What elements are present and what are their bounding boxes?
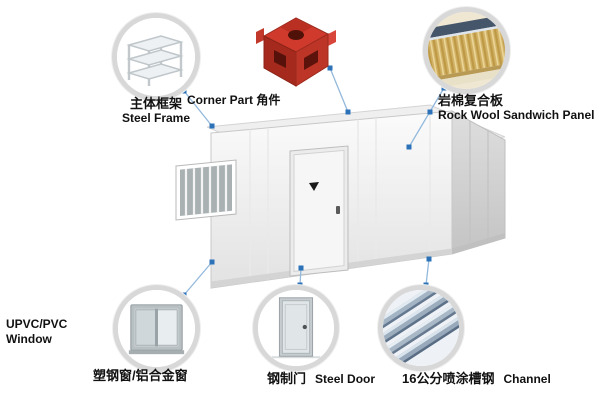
sliding-window-icon [118, 290, 195, 367]
door-label-zh: 钢制门 [267, 371, 307, 386]
door-down-arrow-icon [309, 182, 319, 191]
window-thumbnail [113, 285, 200, 372]
window-label-en: UPVC/PVC Window [6, 317, 67, 347]
rock-wool-label: 岩棉复合板 Rock Wool Sandwich Panel [438, 93, 594, 123]
c-channel-steel-icon [383, 290, 459, 366]
anchor-dot [406, 144, 412, 150]
door-handle [336, 206, 340, 214]
door-knob [302, 324, 307, 330]
anchor-dot [345, 109, 351, 115]
anchor-dot [209, 259, 215, 265]
container-door [289, 145, 349, 277]
anchor-dot [298, 265, 304, 271]
rock-wool-label-en: Rock Wool Sandwich Panel [438, 108, 595, 122]
window-label-zh: 塑钢窗/铝合金窗 [93, 368, 188, 383]
rock-wool-thumbnail [423, 7, 510, 94]
corner-part-photo [250, 6, 338, 92]
steel-frame-rack-icon [117, 18, 195, 96]
panel-seams [249, 113, 431, 283]
container-house-illustration [175, 104, 506, 289]
anchor-dot [181, 88, 187, 94]
door-thumbnail [253, 285, 339, 371]
channel-label-zh: 16公分喷涂槽钢 [402, 371, 495, 386]
steel-door-icon [258, 290, 334, 366]
window-label-en-line2: Window [6, 332, 52, 346]
side-panel-seams [469, 121, 489, 249]
steel-frame-label-zh: 主体框架 [129, 96, 182, 111]
channel-label-en: Channel [503, 372, 551, 386]
red-corner-casting-icon [256, 17, 336, 87]
steel-frame-thumbnail [112, 13, 200, 101]
anchor-dot [426, 256, 432, 262]
window-label-en-line1: UPVC/PVC [6, 317, 68, 331]
anchor-dot [209, 123, 215, 129]
anchor-dot [427, 109, 433, 115]
channel-thumbnail [378, 285, 464, 371]
steel-frame-label: 主体框架 Steel Frame [108, 96, 204, 126]
door-label-en: Steel Door [315, 372, 376, 386]
corner-part-label: Corner Part 角件 [187, 93, 281, 107]
channel-label: 16公分喷涂槽钢 Channel [402, 371, 551, 387]
door-label: 钢制门 Steel Door [267, 371, 375, 387]
rock-wool-label-zh: 岩棉复合板 [438, 93, 504, 108]
anchor-dot [327, 65, 333, 71]
container-window [175, 159, 237, 221]
sandwich-panel-icon [428, 12, 505, 89]
container-side-face [451, 110, 506, 255]
steel-frame-label-en: Steel Frame [121, 111, 191, 125]
bottom-rail-side [452, 233, 505, 254]
